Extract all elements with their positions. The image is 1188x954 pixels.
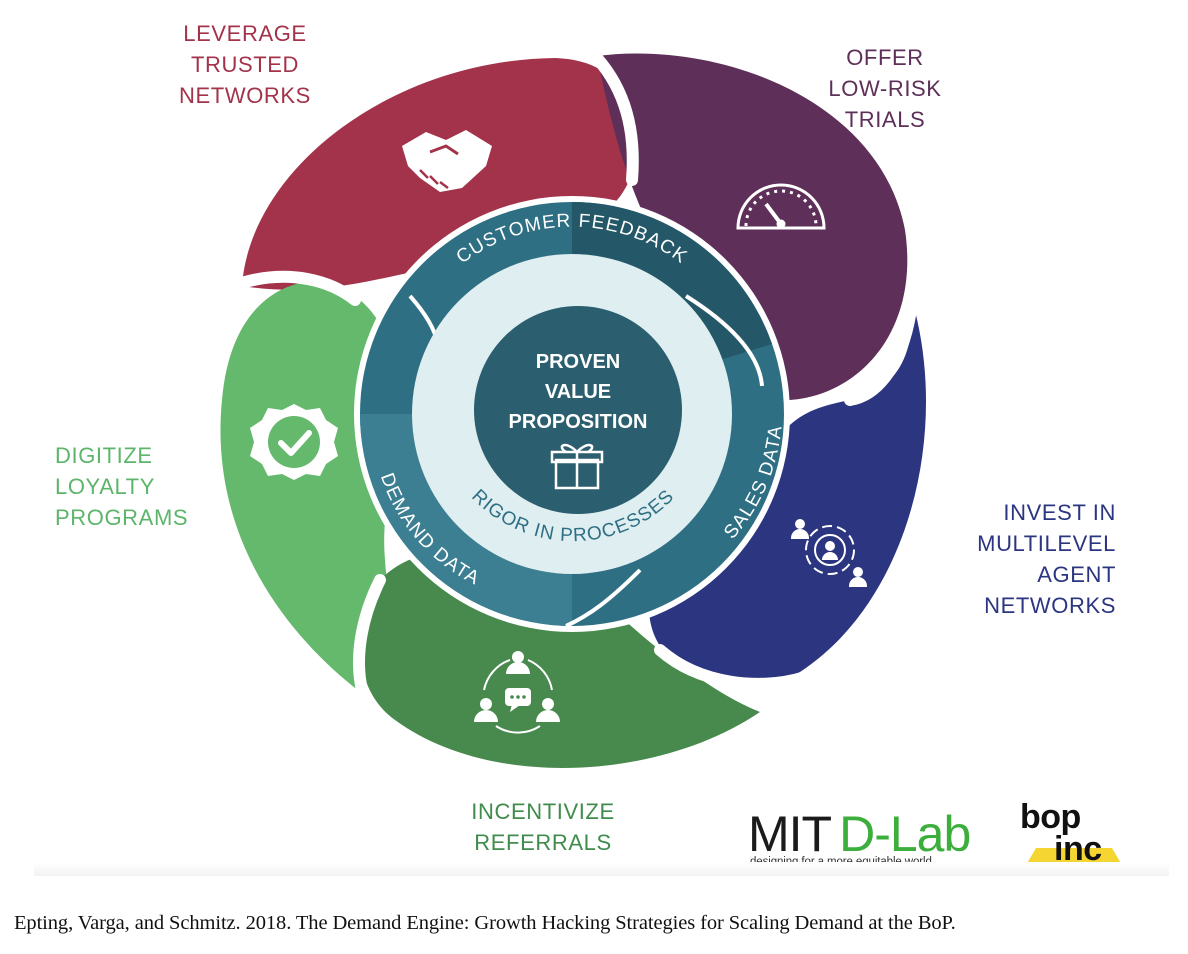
label-line: NETWORKS [179, 83, 311, 108]
center-line-2: VALUE [545, 381, 611, 403]
center-line-3: PROPOSITION [509, 411, 648, 433]
label-line: NETWORKS [984, 593, 1116, 618]
petal-agent-networks [649, 300, 927, 685]
label-offer-low-risk-trials: OFFER LOW-RISK TRIALS [810, 42, 960, 135]
inc-text: inc [1054, 830, 1102, 868]
label-incentivize-referrals: INCENTIVIZE REFERRALS [438, 796, 648, 858]
handshake-icon [402, 130, 492, 192]
label-line: LEVERAGE [183, 21, 307, 46]
label-line: PROGRAMS [55, 505, 189, 530]
speedometer-icon [736, 183, 826, 230]
label-digitize-loyalty-programs: DIGITIZE LOYALTY PROGRAMS [55, 440, 255, 533]
petal-separators [239, 52, 918, 696]
label-line: LOYALTY [55, 474, 155, 499]
label-line: TRIALS [844, 107, 926, 132]
center-disc [474, 306, 682, 514]
label-line: TRUSTED [190, 52, 300, 77]
bop-inc-logo: bop inc [1014, 798, 1126, 880]
figure-caption: Epting, Varga, and Schmitz. 2018. The De… [14, 912, 956, 934]
center-line-1: PROVEN [536, 351, 620, 373]
label-line: INVEST IN [1003, 500, 1116, 525]
petal-referrals [359, 549, 760, 768]
figure-bottom-edge [34, 862, 1169, 876]
bop-text: bop [1020, 798, 1081, 836]
label-line: LOW-RISK [828, 76, 942, 101]
petal-loyalty-programs [220, 282, 399, 688]
label-line: REFERRALS [474, 830, 612, 855]
mit-text: MIT [748, 806, 832, 862]
label-leverage-trusted-networks: LEVERAGE TRUSTED NETWORKS [170, 18, 320, 111]
label-line: OFFER [846, 45, 924, 70]
gift-icon [550, 443, 604, 490]
group-chat-icon [474, 651, 560, 734]
dlab-text: D-Lab [839, 806, 971, 862]
label-line: DIGITIZE [55, 443, 153, 468]
agent-network-icon [790, 519, 868, 587]
label-invest-multilevel-agent-networks: INVEST IN MULTILEVEL AGENT NETWORKS [930, 497, 1116, 621]
label-line: MULTILEVEL [977, 531, 1116, 556]
center-title: PROVEN VALUE PROPOSITION [509, 351, 648, 433]
badge-check-icon [250, 404, 338, 480]
label-line: AGENT [1037, 562, 1116, 587]
label-line: INCENTIVIZE [471, 799, 615, 824]
